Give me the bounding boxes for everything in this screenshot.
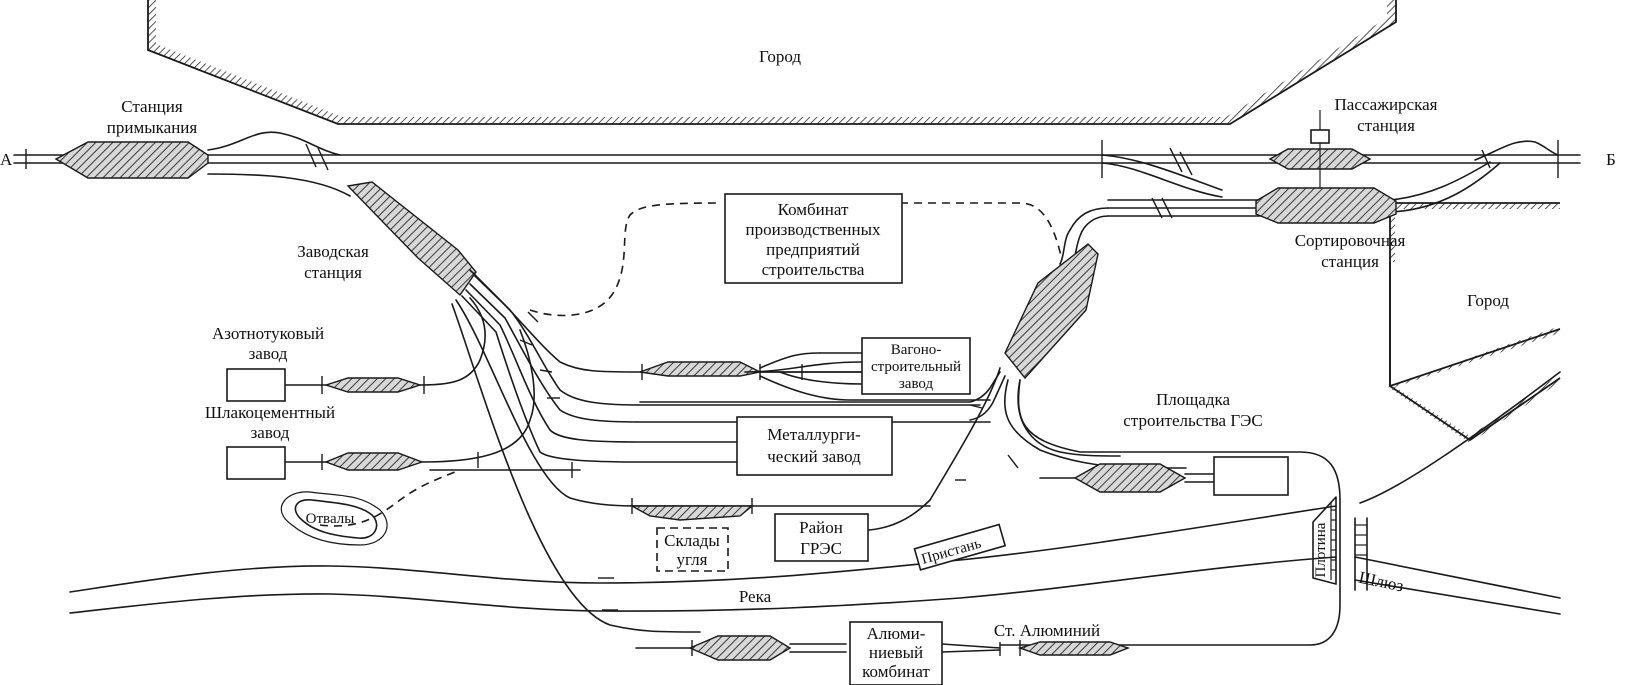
yard-ges <box>1073 463 1187 493</box>
label-vagon-2: строительный <box>871 359 961 375</box>
kombinat-dashed-loop <box>529 202 1063 317</box>
yard-sklady <box>629 505 754 521</box>
yard-sortirovochnaya <box>1255 187 1397 224</box>
label-alyum-2: ниевый <box>869 643 923 662</box>
yard-zavodskaya <box>346 181 477 297</box>
label-alyum-1: Алюми- <box>867 624 926 643</box>
shlak-tracks <box>284 329 581 478</box>
label-stanciya-1: Станция <box>121 97 183 116</box>
label-shlyuz: Шлюз <box>1357 568 1405 596</box>
yard-passazhirskaya <box>1268 110 1372 195</box>
label-kombinat-4: строительства <box>762 260 865 279</box>
box-sklady <box>656 527 729 572</box>
zavodskaya-tracks <box>451 269 991 633</box>
label-end-a: А <box>0 150 13 169</box>
lock <box>1354 517 1368 591</box>
yard-azot <box>323 377 423 393</box>
label-metall-2: ческий завод <box>767 447 861 466</box>
otvaly-dump <box>280 469 461 546</box>
box-ges <box>1213 456 1289 496</box>
vagon-tracks <box>639 352 991 401</box>
label-passazh-1: Пассажирская <box>1335 95 1438 114</box>
azot-tracks <box>284 297 486 394</box>
label-kombinat-2: производственных <box>745 220 881 239</box>
label-sortir-1: Сортировочная <box>1295 231 1406 250</box>
label-st-alyuminii: Ст. Алюминий <box>994 621 1100 640</box>
label-gorod-top: Город <box>759 47 801 66</box>
label-zavodskaya-1: Заводская <box>297 242 369 261</box>
label-stanciya-2: примыкания <box>107 118 198 137</box>
yard-right-center <box>1004 243 1099 380</box>
label-azot-2: завод <box>249 344 288 363</box>
label-shlak-1: Шлакоцементный <box>205 403 335 422</box>
yard-stanciya-primykaniya <box>54 141 209 179</box>
label-reka: Река <box>739 587 772 606</box>
box-vagon <box>861 337 971 395</box>
label-ges-2: строительства ГЭС <box>1123 411 1262 430</box>
label-gres-1: Район <box>799 518 843 537</box>
label-vagon-1: Вагоно- <box>891 342 941 358</box>
label-kombinat-3: предприятий <box>766 240 860 259</box>
box-kombinat <box>724 193 903 284</box>
label-vagon-3: завод <box>899 376 934 392</box>
label-azot-1: Азотнотуковый <box>212 324 324 343</box>
label-passazh-2: станция <box>1357 116 1415 135</box>
yard-shlak <box>324 452 425 471</box>
label-zavodskaya-2: станция <box>304 263 362 282</box>
city-right-boundary <box>1388 202 1561 443</box>
label-kombinat-1: Комбинат <box>778 200 849 219</box>
label-gres-2: ГРЭС <box>800 539 842 558</box>
box-azot <box>226 368 286 402</box>
box-metallurg <box>736 416 893 476</box>
box-shlak <box>226 446 286 480</box>
label-alyum-3: комбинат <box>862 662 930 681</box>
label-shlak-2: завод <box>251 423 290 442</box>
label-gorod-right: Город <box>1467 291 1509 310</box>
dam <box>1312 496 1337 585</box>
label-ges-1: Площадка <box>1156 390 1231 409</box>
river <box>69 371 1561 615</box>
box-gres <box>774 513 869 562</box>
label-sortir-2: станция <box>1321 252 1379 271</box>
label-otvaly: Отвалы <box>306 511 355 527</box>
label-sklady-1: Склады <box>664 531 720 550</box>
label-sklady-2: угля <box>677 550 708 569</box>
box-alyuminii <box>849 621 943 685</box>
city-top-boundary <box>147 0 1397 125</box>
label-metall-1: Металлурги- <box>767 425 861 444</box>
label-plotina: Плотина <box>1313 522 1329 577</box>
alyuminii-tracks <box>635 635 1131 661</box>
label-end-b: Б <box>1606 150 1616 169</box>
box-pristan: Пристань <box>913 523 1007 571</box>
